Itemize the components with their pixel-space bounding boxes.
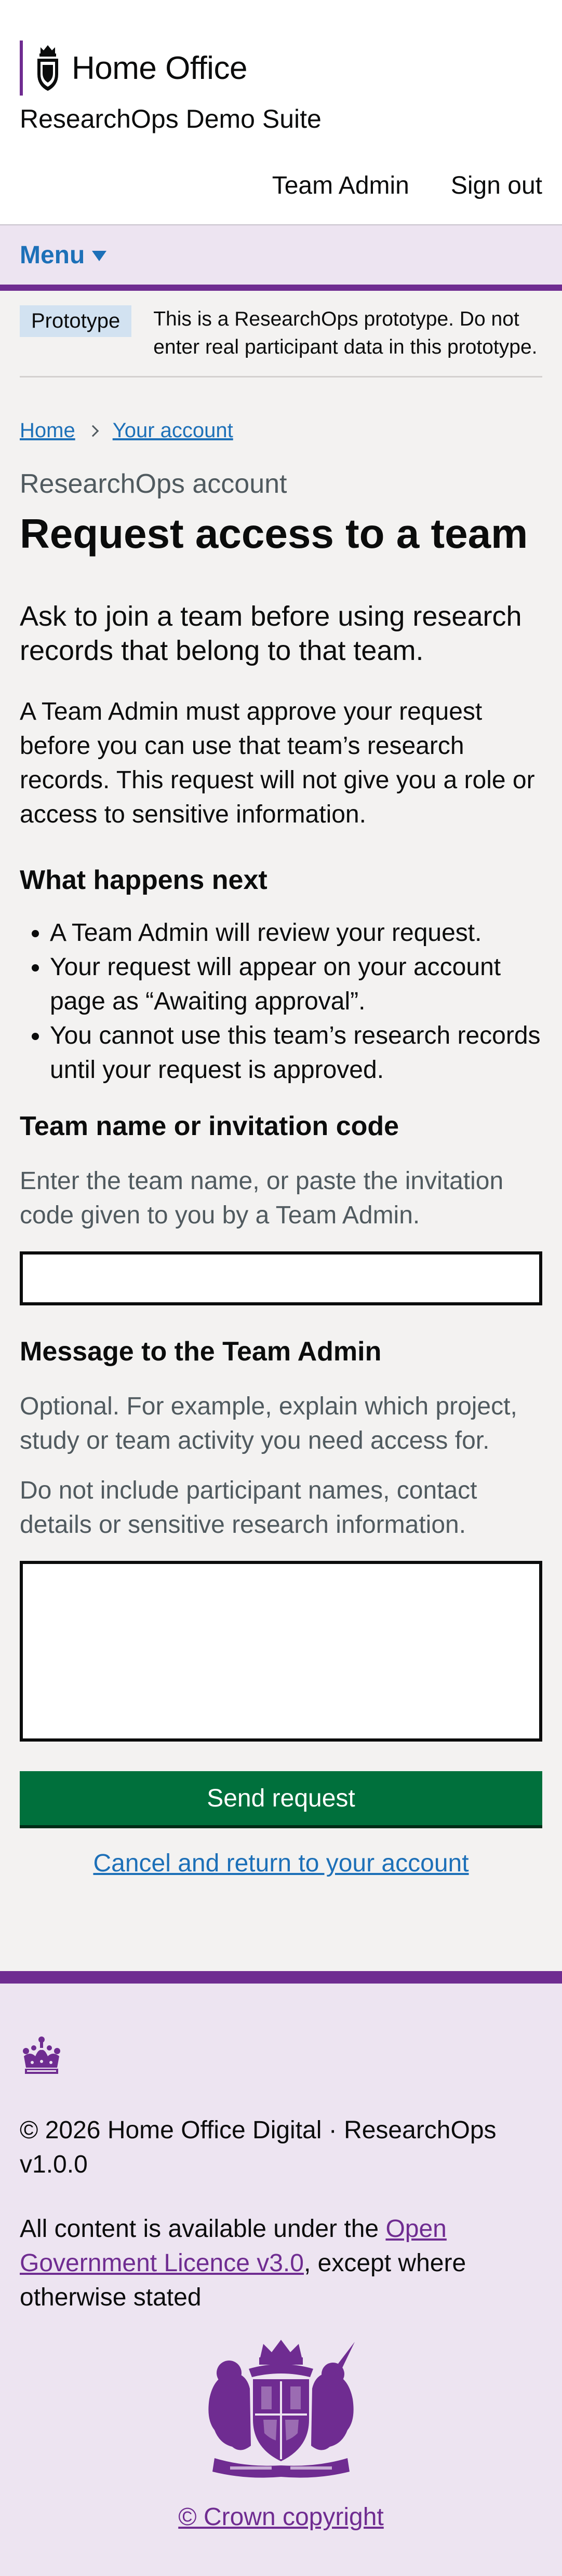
header-navigation: Team Admin Sign out: [272, 171, 542, 200]
breadcrumb: Home Your account: [20, 419, 542, 442]
site-header: Home Office ResearchOps Demo Suite Team …: [0, 0, 562, 224]
royal-coat-of-arms-icon: [208, 2340, 355, 2478]
message-textarea[interactable]: [20, 1561, 542, 1742]
phase-tag: Prototype: [20, 305, 132, 337]
phase-text: This is a ResearchOps prototype. Do not …: [153, 308, 538, 358]
licence-suffix: , except where otherwise stated: [20, 2249, 466, 2311]
message-field-hint-warning: Do not include participant names, contac…: [20, 1477, 477, 1539]
list-item: A Team Admin will review your request.: [50, 916, 542, 950]
menu-bar: Menu: [0, 224, 562, 291]
brand-name: Home Office: [72, 50, 247, 86]
licence-prefix: All content is available under the: [20, 2215, 386, 2243]
list-item: You cannot use this team’s research reco…: [50, 1019, 542, 1087]
crown-icon: [23, 2036, 60, 2074]
lead-paragraph: Ask to join a team before using research…: [20, 601, 522, 666]
breadcrumb-your-account[interactable]: Your account: [112, 419, 233, 442]
team-name-input[interactable]: [20, 1251, 542, 1305]
caret-down-icon: [92, 251, 107, 261]
footer-licence: All content is available under the Open …: [20, 2212, 539, 2315]
list-item: Your request will appear on your account…: [50, 950, 542, 1019]
ogl-link[interactable]: Open Government Licence v3.0: [20, 2215, 447, 2277]
brand-accent-bar: [20, 41, 23, 96]
menu-label: Menu: [20, 241, 85, 269]
main-content: Home Your account ResearchOps account Re…: [0, 377, 562, 1878]
page-caption: ResearchOps account: [20, 469, 287, 499]
service-name[interactable]: ResearchOps Demo Suite: [20, 104, 322, 133]
phase-banner: Prototype This is a ResearchOps prototyp…: [20, 291, 542, 377]
chevron-right-icon: [87, 425, 99, 437]
nav-sign-out[interactable]: Sign out: [450, 172, 542, 199]
footer-copyright: © 2026 Home Office Digital · ResearchOps…: [20, 2116, 497, 2178]
breadcrumb-home[interactable]: Home: [20, 419, 75, 442]
cancel-container: Cancel and return to your account: [20, 1849, 542, 1878]
message-field-label: Message to the Team Admin: [20, 1337, 382, 1367]
what-happens-next-list: A Team Admin will review your request. Y…: [20, 916, 542, 1087]
team-field-hint: Enter the team name, or paste the invita…: [20, 1167, 504, 1229]
nav-team-admin[interactable]: Team Admin: [272, 172, 409, 199]
home-office-brand[interactable]: Home Office: [20, 41, 247, 96]
message-field-hint-optional: Optional. For example, explain which pro…: [20, 1393, 517, 1454]
page-title: Request access to a team: [20, 510, 528, 557]
crown-copyright-link[interactable]: © Crown copyright: [178, 2503, 384, 2531]
site-footer: © 2026 Home Office Digital · ResearchOps…: [0, 1971, 562, 2576]
crown-copyright-container: © Crown copyright: [0, 2503, 562, 2531]
royal-crest-icon: [37, 45, 58, 91]
menu-toggle-button[interactable]: Menu: [20, 241, 107, 269]
send-request-button[interactable]: Send request: [20, 1771, 542, 1825]
team-field-label: Team name or invitation code: [20, 1111, 399, 1141]
what-happens-next-heading: What happens next: [20, 865, 267, 895]
intro-paragraph: A Team Admin must approve your request b…: [20, 698, 535, 828]
cancel-link[interactable]: Cancel and return to your account: [93, 1850, 469, 1877]
